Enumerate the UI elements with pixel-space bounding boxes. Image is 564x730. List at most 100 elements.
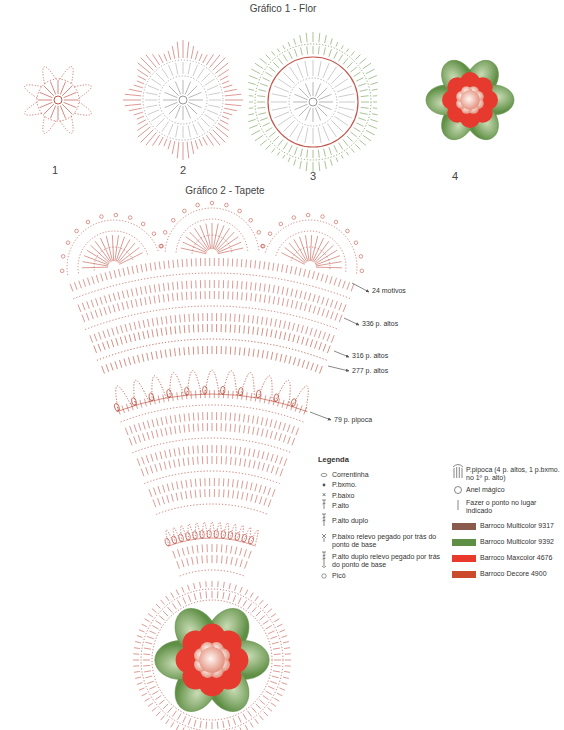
stitch [257,107,265,109]
stitch [217,591,219,598]
stitch [152,431,154,439]
stitch [228,593,230,600]
stitch [137,116,144,119]
stitch [286,288,288,296]
legend-text: Correntinha [332,471,369,479]
stitch [172,260,174,268]
stitch [202,313,203,321]
stitch [132,266,134,274]
stitch [300,35,302,43]
stitch [283,677,289,678]
stitch [165,450,167,458]
stitch [188,347,190,355]
stitch [277,624,282,627]
stitch [164,462,166,470]
stitch [223,291,224,299]
stitch [354,128,361,132]
stitch [268,686,274,689]
stitch [84,256,108,265]
stitch [270,419,272,427]
stitch [264,712,268,716]
stitch [243,315,245,323]
rug-chart [60,201,363,730]
stitch [256,611,261,616]
stitch [151,454,153,462]
stitch [181,292,183,300]
stitch [206,555,207,563]
stitch [292,426,295,434]
stitch [295,49,298,57]
stitch [252,416,253,424]
stitch [253,461,255,469]
stitch [323,344,326,352]
round [268,57,358,147]
picot [141,222,145,226]
stitch [176,725,179,730]
stitch [177,282,179,290]
stitch [315,341,318,349]
stitch [155,464,157,472]
stitch [329,147,332,155]
stitch [187,558,189,566]
stitch [200,721,201,728]
stitch [156,604,160,608]
stitch [268,262,269,270]
stitch [205,79,215,86]
stitch [245,259,247,267]
stitch [283,120,294,131]
stitch [214,291,215,299]
stitch [216,544,217,552]
legend-entry: Barroco Maxcolor 4676 [452,554,561,562]
stitch [257,327,258,335]
stitch [263,696,269,700]
stitch [261,417,263,425]
stitch [268,609,273,613]
stitch [183,126,184,138]
picot [306,213,310,217]
stitch [158,498,161,506]
stitch [171,593,174,598]
stitch [330,276,332,284]
stitch [255,719,259,724]
stitch [347,282,350,290]
stitch [256,704,261,709]
stitch [267,351,268,359]
stitch [105,272,107,280]
stitch [138,63,151,73]
stitch [188,63,190,75]
popcorn [166,389,171,398]
stitch [312,271,314,279]
stitch [179,414,180,422]
stitch [258,113,266,115]
stitch [125,324,127,332]
stitch [152,626,158,630]
stitch [186,292,188,300]
stitch [159,295,160,303]
stitch [271,614,276,618]
stitch [168,140,171,149]
stitch [216,445,217,453]
stitch [209,478,210,486]
stitch [119,253,142,265]
stitch [268,500,271,508]
stitch [200,280,201,288]
stitch [315,364,318,372]
stitch [182,727,184,730]
stitch [278,116,291,125]
stitch [160,463,162,471]
stitch [147,421,149,429]
stitch [361,95,369,97]
stitch [323,332,326,340]
legend-text: P.bxmo. [332,481,357,489]
stitch [195,258,196,266]
stitch [290,266,292,274]
stitch [266,626,272,630]
stitch [192,457,194,465]
stitch [327,334,330,342]
stitch [101,274,103,282]
stitch [199,54,202,61]
stitch [335,301,338,309]
stitch [334,145,337,152]
stitch [326,298,328,306]
stitch [268,707,273,711]
